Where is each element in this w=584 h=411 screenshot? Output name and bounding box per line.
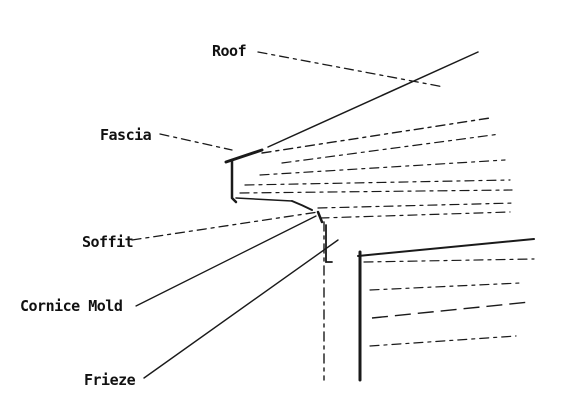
roof-label: Roof xyxy=(212,42,246,60)
frieze-label: Frieze xyxy=(84,371,136,389)
soffit xyxy=(316,202,516,224)
cornice-mold-leader xyxy=(135,215,317,307)
fascia-board xyxy=(224,148,513,211)
cornice-mold-label: Cornice Mold xyxy=(20,297,122,315)
wall xyxy=(323,221,535,382)
soffit-leader xyxy=(131,211,319,241)
roof-surface xyxy=(259,51,506,176)
fascia-leader xyxy=(159,133,233,151)
fascia-label: Fascia xyxy=(100,126,152,144)
soffit-label: Soffit xyxy=(82,233,133,251)
roof-leader xyxy=(257,51,445,88)
frieze-leader xyxy=(143,239,339,379)
leader-lines xyxy=(131,51,445,379)
